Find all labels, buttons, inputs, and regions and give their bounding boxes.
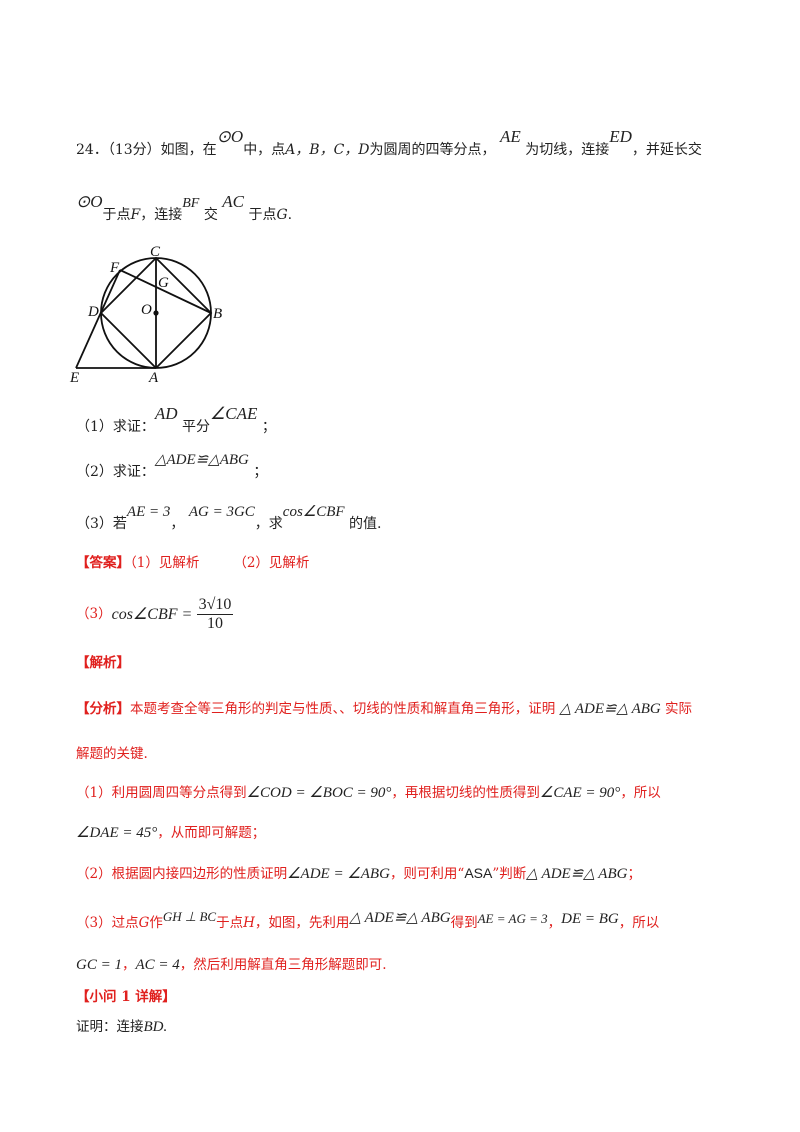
quad-adcb-edges: [99, 256, 213, 369]
label-d: D: [87, 304, 99, 320]
step-1-line-1: （1）利用圆周四等分点得到∠COD = ∠BOC = 90°，再根据切线的性质得…: [76, 785, 661, 801]
part-1: （1）求证：AD 平分∠CAE ；: [76, 404, 276, 435]
label-f: F: [109, 260, 120, 276]
question-line-2: ⊙O于点F，连接BF 交 AC 于点G.: [76, 192, 293, 223]
jiexi-label: 【解析】: [76, 655, 130, 671]
geometry-figure: C F G D O B E A: [69, 244, 222, 386]
proof-line: 证明：连接BD.: [76, 1019, 168, 1035]
step-3-line-2: GC = 1，AC = 4，然后利用解直角三角形解题即可.: [76, 957, 387, 973]
label-c: C: [150, 244, 161, 260]
center-dot: [153, 310, 159, 316]
step-2: （2）根据圆内接四边形的性质证明∠ADE = ∠ABG，则可利用“ASA”判断△…: [76, 865, 641, 882]
segment-ef: [75, 269, 121, 369]
label-o: O: [141, 302, 152, 318]
part-3: （3）若AE = 3， AG = 3GC，求cos∠CBF 的值.: [76, 504, 382, 532]
xiaowen-1-label: 【小问 1 详解】: [76, 989, 176, 1005]
segment-fb: [119, 269, 212, 314]
fenxi-line-1: 【分析】本题考查全等三角形的判定与性质、、切线的性质和解直角三角形，证明 △ A…: [76, 701, 693, 717]
question-line-1: 24．（13分）如图，在⊙O中，点A，B，C，D为圆周的四等分点， AE 为切线…: [76, 127, 702, 158]
part-2: （2）求证：△ADE≌△ABG ；: [76, 452, 268, 480]
step-3-line-1: （3）过点G作GH ⊥ BC于点H，如图，先利用△ ADE≌△ ABG得到AE …: [76, 909, 660, 931]
answer-lhs: cos∠CBF =: [111, 605, 193, 623]
fenxi-line-2: 解题的关键.: [76, 746, 148, 762]
label-e: E: [69, 370, 79, 386]
answer-line: 【答案】（1）见解析（2）见解析: [76, 555, 310, 571]
label-g: G: [158, 275, 169, 291]
label-a: A: [148, 370, 159, 386]
step-1-line-2: ∠DAE = 45°，从而即可解题；: [76, 825, 266, 841]
label-b: B: [213, 306, 222, 322]
